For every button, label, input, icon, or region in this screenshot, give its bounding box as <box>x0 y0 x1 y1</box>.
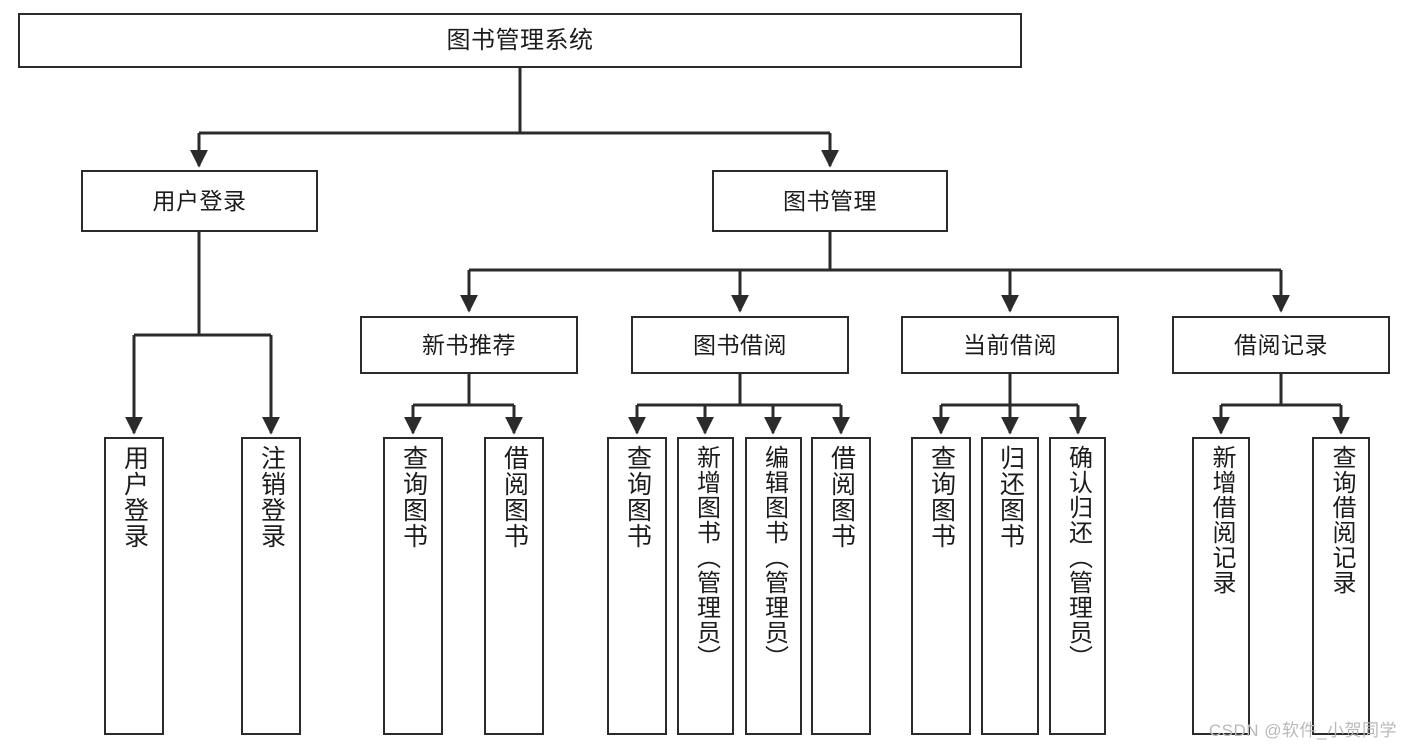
leaf-query-book-recommend-label: 查询图书 <box>399 445 428 549</box>
leaf-query-book-borrow[interactable]: 查询图书 <box>607 437 667 735</box>
leaf-query-book-borrow-label: 查询图书 <box>623 445 652 549</box>
leaf-borrow-book-recommend[interactable]: 借阅图书 <box>484 437 544 735</box>
leaf-query-book-current[interactable]: 查询图书 <box>911 437 971 735</box>
leaf-add-book-admin-label: 新增图书（管理员） <box>692 445 720 670</box>
node-borrow-record[interactable]: 借阅记录 <box>1172 316 1390 374</box>
leaf-edit-book-admin[interactable]: 编辑图书（管理员） <box>745 437 802 735</box>
leaf-return-book[interactable]: 归还图书 <box>981 437 1039 735</box>
leaf-borrow-book-borrow-label: 借阅图书 <box>827 445 856 549</box>
leaf-add-borrow-record[interactable]: 新增借阅记录 <box>1192 437 1250 735</box>
node-user-login-label: 用户登录 <box>152 187 247 214</box>
node-new-book-recommend[interactable]: 新书推荐 <box>360 316 578 374</box>
leaf-edit-book-admin-label: 编辑图书（管理员） <box>760 445 788 670</box>
leaf-return-book-label: 归还图书 <box>996 445 1025 549</box>
leaf-logout[interactable]: 注销登录 <box>241 437 301 735</box>
node-book-manage-label: 图书管理 <box>783 187 877 214</box>
node-book-manage[interactable]: 图书管理 <box>712 170 948 232</box>
leaf-user-login[interactable]: 用户登录 <box>104 437 164 735</box>
leaf-add-book-admin[interactable]: 新增图书（管理员） <box>677 437 734 735</box>
leaf-add-borrow-record-label: 新增借阅记录 <box>1207 445 1235 595</box>
node-root-system[interactable]: 图书管理系统 <box>18 13 1022 68</box>
node-current-borrow[interactable]: 当前借阅 <box>901 316 1119 374</box>
leaf-borrow-book-recommend-label: 借阅图书 <box>500 445 529 549</box>
leaf-borrow-book-borrow[interactable]: 借阅图书 <box>811 437 871 735</box>
leaf-user-login-label: 用户登录 <box>120 445 149 549</box>
node-book-borrow-label: 图书借阅 <box>693 331 787 358</box>
leaf-query-borrow-record-label: 查询借阅记录 <box>1327 445 1355 595</box>
node-borrow-record-label: 借阅记录 <box>1234 331 1328 358</box>
csdn-watermark: CSDN @软件_小贺同学 <box>1208 721 1397 740</box>
node-user-login[interactable]: 用户登录 <box>81 170 318 232</box>
node-root-system-label: 图书管理系统 <box>446 26 594 54</box>
leaf-query-borrow-record[interactable]: 查询借阅记录 <box>1312 437 1370 735</box>
leaf-logout-label: 注销登录 <box>257 445 286 549</box>
leaf-confirm-return-admin-label: 确认归还（管理员） <box>1064 445 1092 670</box>
node-new-book-recommend-label: 新书推荐 <box>422 331 516 358</box>
leaf-query-book-recommend[interactable]: 查询图书 <box>383 437 443 735</box>
node-book-borrow[interactable]: 图书借阅 <box>631 316 849 374</box>
leaf-confirm-return-admin[interactable]: 确认归还（管理员） <box>1049 437 1106 735</box>
leaf-query-book-current-label: 查询图书 <box>927 445 956 549</box>
node-current-borrow-label: 当前借阅 <box>963 331 1057 358</box>
